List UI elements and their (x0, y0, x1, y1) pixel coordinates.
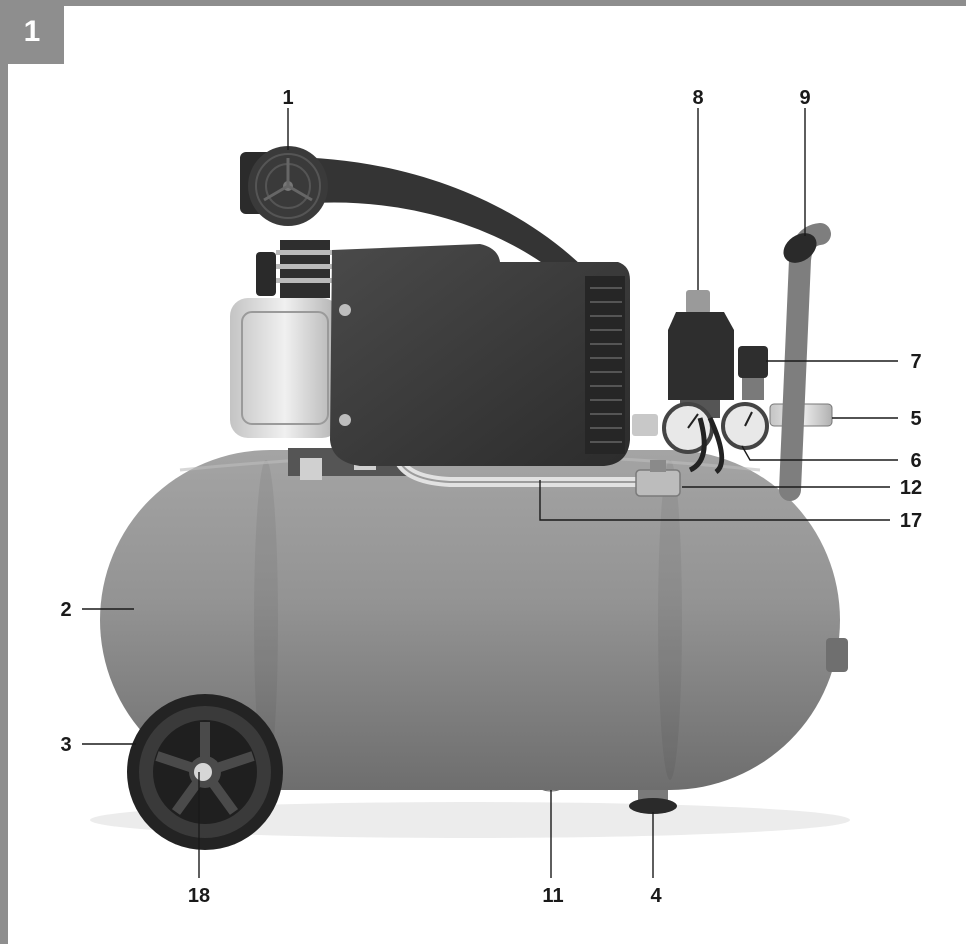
callout-11: 11 (542, 885, 563, 907)
leader-line-17 (539, 480, 890, 521)
carry-handle (779, 223, 831, 501)
pressure-regulator-knob (738, 346, 768, 400)
frame-left-border (0, 0, 8, 944)
callout-4: 4 (650, 885, 662, 907)
motor-housing (230, 298, 340, 438)
figure-number-badge: 1 (0, 0, 64, 64)
callout-5: 5 (910, 408, 921, 430)
callout-17: 17 (900, 510, 922, 532)
callout-8: 8 (692, 87, 703, 109)
wheel (127, 694, 283, 850)
callout-7: 7 (910, 351, 921, 373)
motor-cover (330, 244, 630, 466)
cylinder-fins (256, 240, 334, 298)
wheel-hub-cap (194, 763, 212, 781)
leader-line-6 (741, 445, 898, 461)
air-filter (248, 146, 328, 226)
frame-top-border (0, 0, 966, 6)
outlet-pressure-gauge (721, 402, 769, 450)
callout-3: 3 (60, 734, 71, 756)
power-cable (688, 416, 725, 475)
callout-2: 2 (60, 599, 71, 621)
callout-18: 18 (188, 885, 210, 907)
callout-12: 12 (900, 477, 922, 499)
check-valve (635, 460, 681, 497)
air-tank (100, 450, 848, 790)
callout-1: 1 (282, 87, 293, 109)
callout-labels: 1 2 3 4 5 6 7 8 9 11 12 17 18 (60, 87, 922, 907)
left-fitting (632, 414, 658, 436)
leader-lines (82, 108, 898, 878)
pressure-switch (668, 290, 734, 418)
callout-6: 6 (910, 450, 921, 472)
callout-9: 9 (799, 87, 810, 109)
motor-shroud (250, 156, 580, 276)
